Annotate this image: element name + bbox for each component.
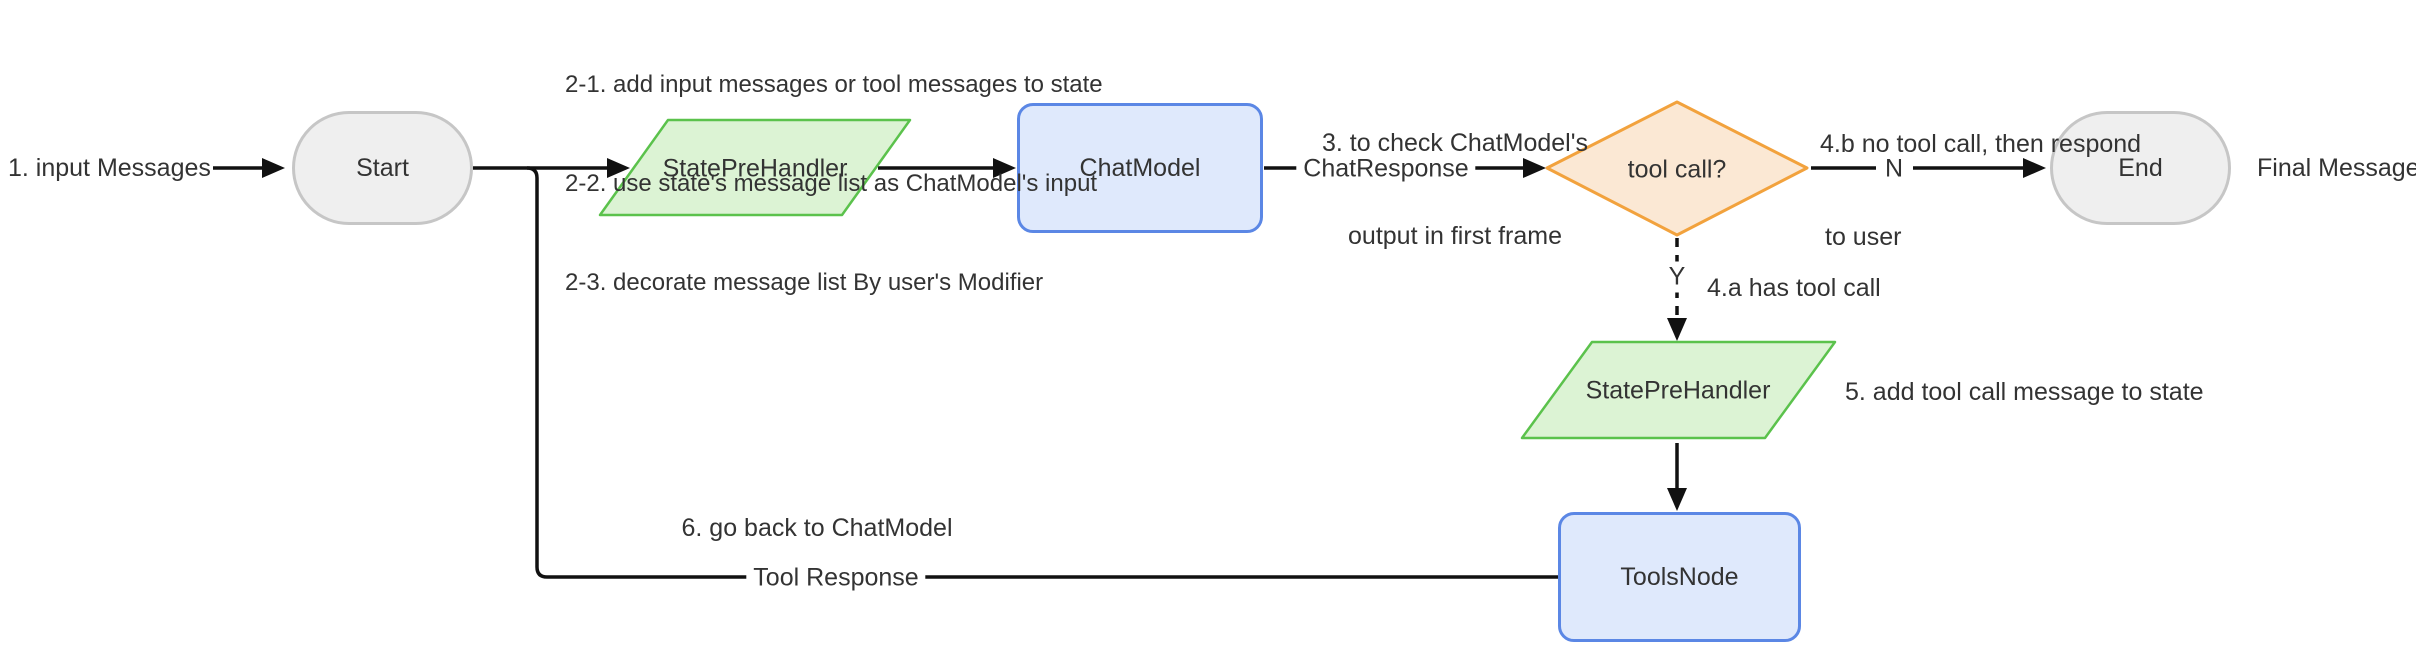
node-end: End — [2050, 111, 2231, 225]
edge-label-no: N — [1877, 153, 1911, 185]
annotation-step3-line1: 3. to check ChatModel's — [1321, 129, 1589, 157]
node-end-label: End — [2118, 153, 2163, 182]
node-tool-call-label: tool call? — [1627, 155, 1727, 184]
annotation-step4b: 4.b no tool call, then respond to user — [1820, 67, 2141, 315]
edge-tool-response-spine — [526, 166, 758, 579]
annotation-step4b-line1: 4.b no tool call, then respond — [1820, 130, 2142, 158]
annotation-final-message: Final Message — [2257, 154, 2416, 182]
arrowhead-into-diamond — [1523, 158, 1546, 178]
node-tools-node-label: ToolsNode — [1620, 562, 1739, 591]
shape-tool-call-diamond — [1545, 100, 1809, 237]
shape-state-pre-handler-1 — [598, 118, 912, 217]
arrowhead-into-sph1 — [607, 158, 630, 178]
edge-label-yes: Y — [1661, 261, 1693, 293]
arrowhead-into-toolsnode — [1667, 488, 1687, 511]
node-state-pre-handler-1-label: StatePreHandler — [662, 154, 848, 183]
annotation-step6: 6. go back to ChatModel — [681, 514, 953, 542]
edge-label-chat-response: ChatResponse — [1296, 153, 1476, 185]
annotation-step2-line1: 2-1. add input messages or tool messages… — [565, 71, 1103, 98]
node-start: Start — [292, 111, 473, 225]
node-state-pre-handler-2-label: StatePreHandler — [1585, 376, 1771, 405]
annotation-step2-line3: 2-3. decorate message list By user's Mod… — [565, 269, 1044, 296]
annotation-step4b-line2: to user — [1825, 223, 1902, 251]
annotation-step3: 3. to check ChatModel's output in first … — [1322, 66, 1588, 314]
annotation-step4a: 4.a has tool call — [1707, 274, 1881, 302]
annotation-step2-line2: 2-2. use state's message list as ChatMod… — [565, 170, 1098, 197]
node-chat-model-label: ChatModel — [1079, 153, 1201, 182]
arrowhead-into-sph2 — [1667, 318, 1687, 341]
annotation-step1: 1. input Messages — [8, 154, 211, 182]
annotation-step3-line2: output in first frame — [1348, 222, 1562, 250]
arrowhead-into-end — [2023, 158, 2046, 178]
shape-state-pre-handler-2 — [1520, 340, 1837, 440]
arrowhead-into-start — [262, 158, 285, 178]
arrowhead-into-chatmodel — [993, 158, 1016, 178]
node-start-label: Start — [356, 153, 409, 182]
edge-label-tool-response: Tool Response — [746, 562, 926, 594]
annotation-step2: 2-1. add input messages or tool messages… — [565, 2, 1103, 365]
node-tools-node: ToolsNode — [1558, 512, 1801, 642]
node-chat-model: ChatModel — [1017, 103, 1263, 233]
annotation-step5: 5. add tool call message to state — [1845, 378, 2204, 406]
